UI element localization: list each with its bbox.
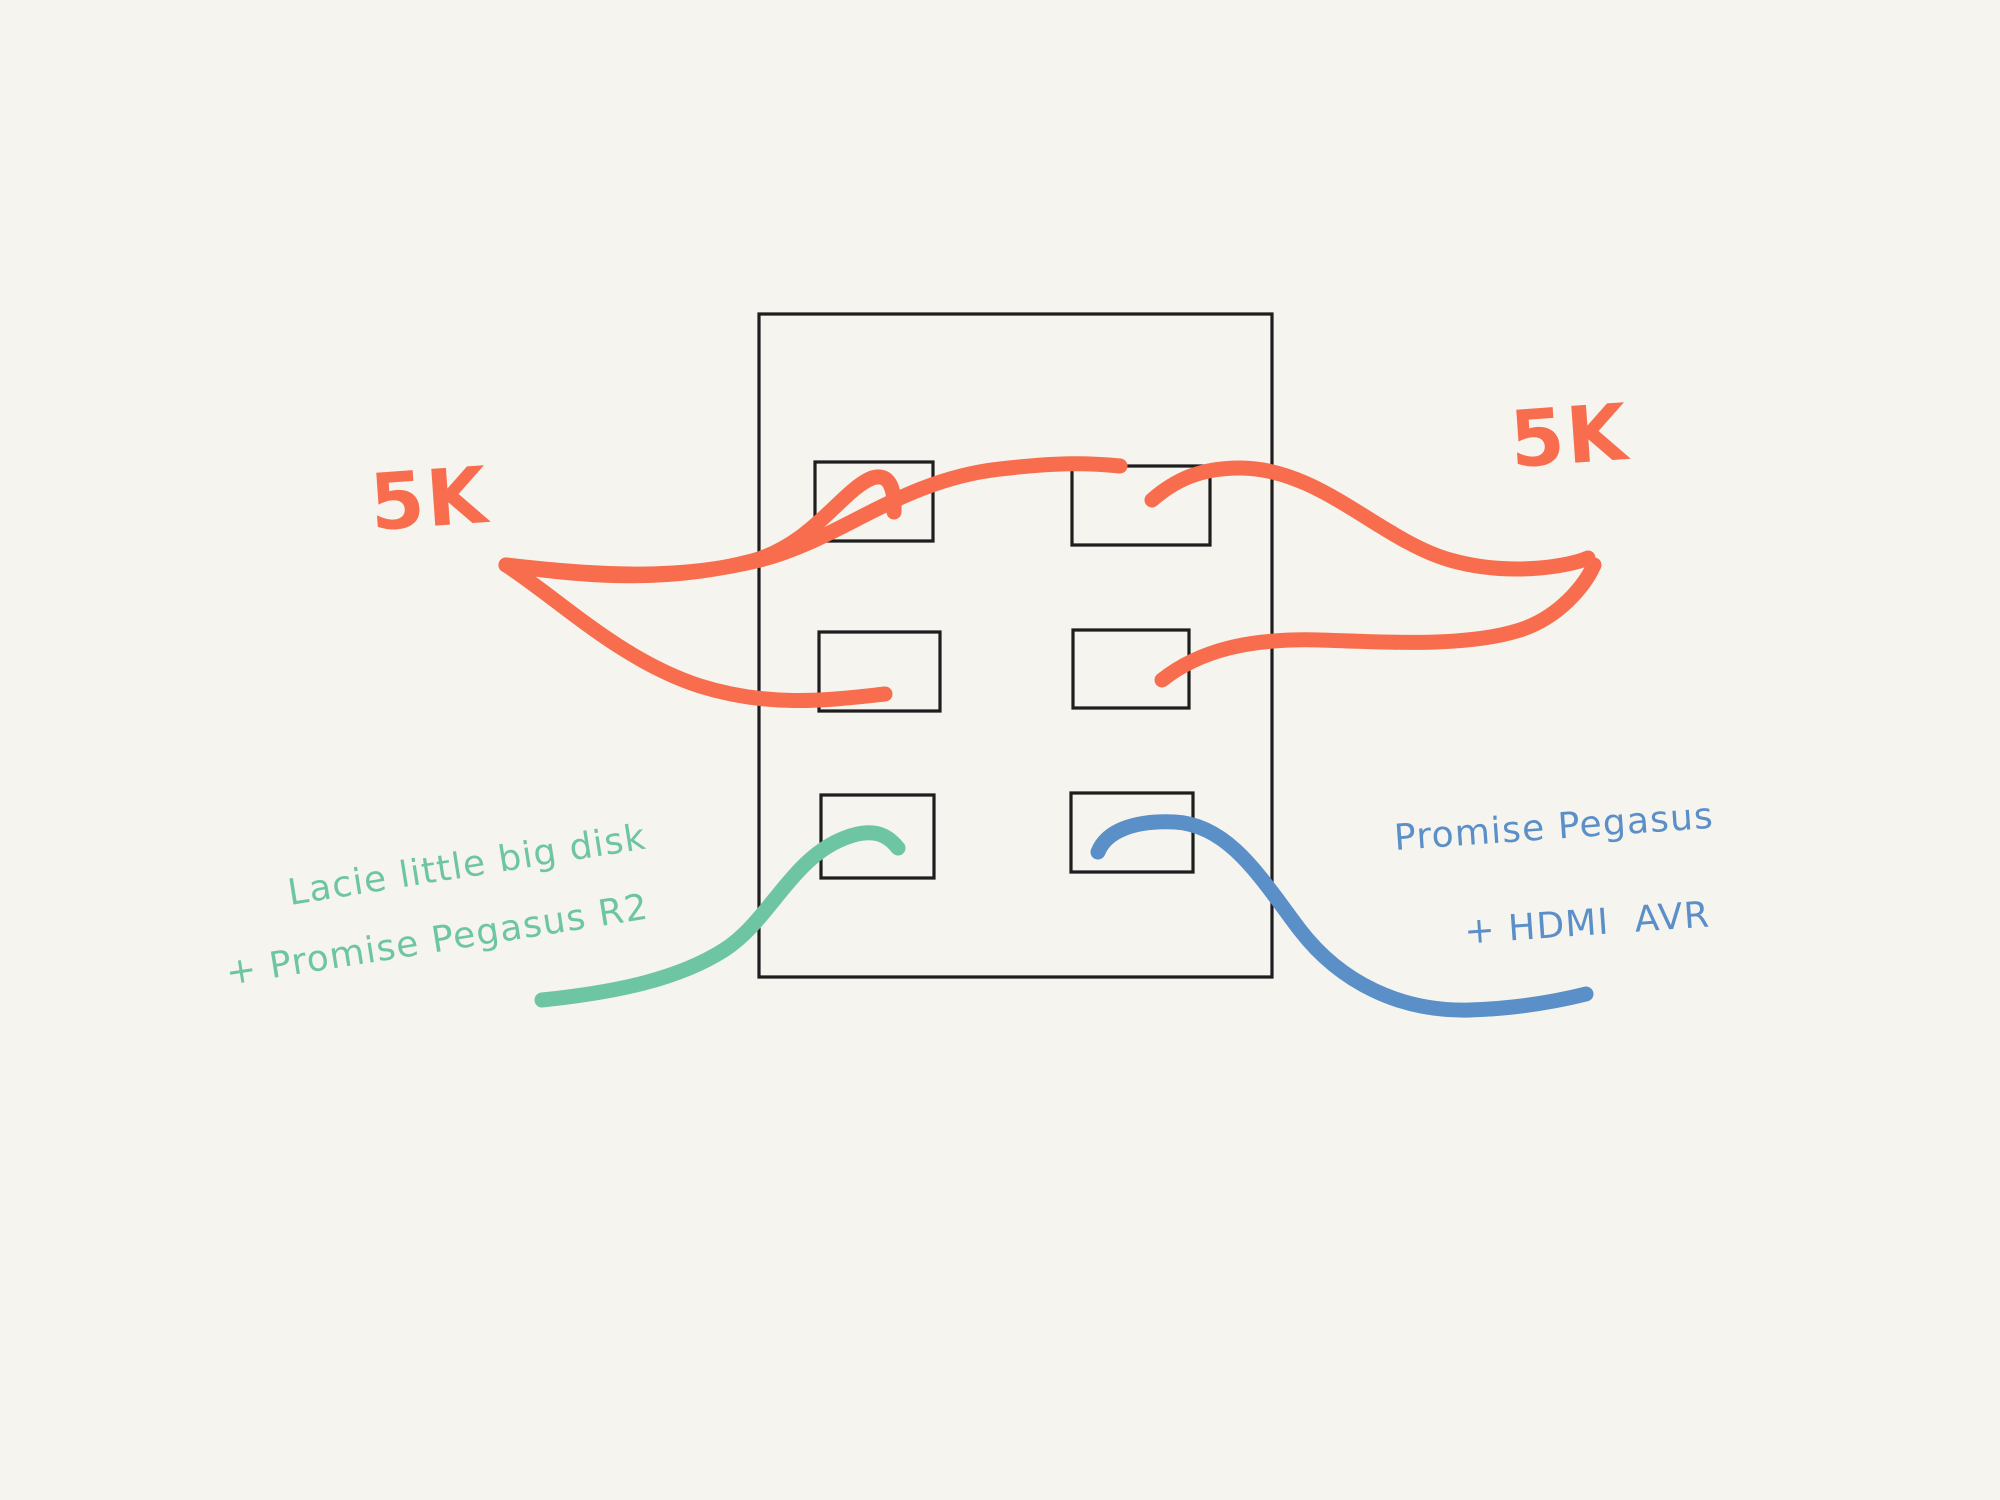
cable-5k-right-lower bbox=[1154, 557, 1602, 688]
device-ports bbox=[813, 460, 1212, 880]
cable-storage-right bbox=[1090, 814, 1594, 1018]
cable-5k-right-upper bbox=[1144, 460, 1596, 577]
cable-5k-left-upper-tip bbox=[498, 469, 902, 584]
label-5k-right: 5K bbox=[1507, 388, 1632, 486]
port-bottom-right[interactable] bbox=[1069, 791, 1195, 874]
label-5k-left: 5K bbox=[367, 451, 492, 549]
cables-group bbox=[498, 456, 1602, 1018]
device-outline bbox=[757, 312, 1274, 979]
port-top-right[interactable] bbox=[1070, 464, 1212, 547]
device-chassis bbox=[757, 312, 1274, 979]
port-mid-right[interactable] bbox=[1071, 628, 1191, 710]
label-right-storage-line1: Promise Pegasus bbox=[1393, 796, 1715, 859]
label-right-storage-line2: + HDMI AVR bbox=[1463, 894, 1711, 952]
cable-storage-left bbox=[534, 825, 906, 1008]
label-left-storage-line2: + Promise Pegasus R2 bbox=[223, 887, 651, 994]
cable-5k-left-lower bbox=[498, 557, 893, 708]
port-top-left[interactable] bbox=[813, 460, 935, 543]
port-mid-left[interactable] bbox=[817, 630, 942, 713]
